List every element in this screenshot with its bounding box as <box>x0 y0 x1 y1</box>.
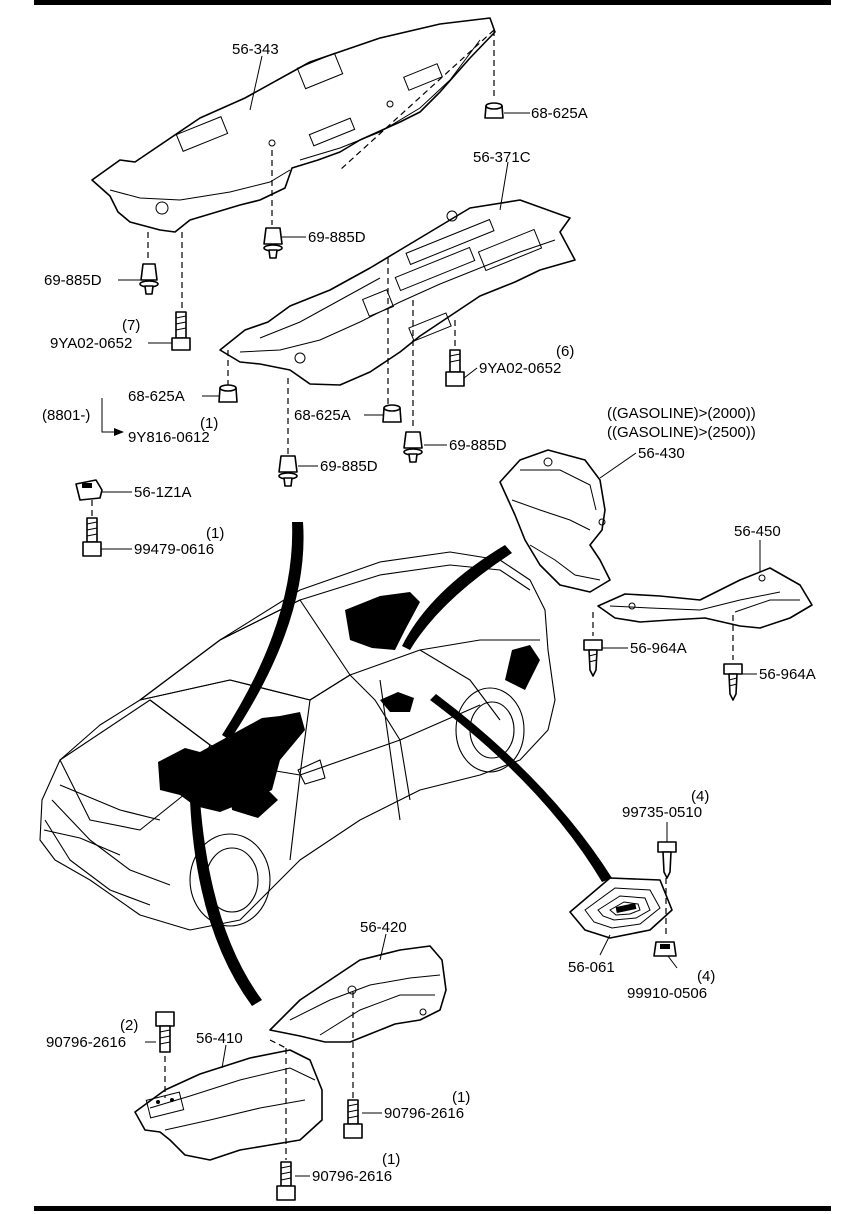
bracket-8801 <box>101 398 116 433</box>
label-99479-0616-qty: (1) <box>206 525 224 542</box>
label-56-964A-a: 56-964A <box>630 640 687 657</box>
label-99910-0506-qty: (4) <box>697 968 715 985</box>
shield-56-420 <box>269 945 447 1043</box>
label-56-964A-b: 56-964A <box>759 666 816 683</box>
label-9YA02-0652-right-qty: (6) <box>556 343 574 360</box>
label-9Y816-0612: 9Y816-0612 <box>128 429 210 446</box>
car-illustration <box>39 551 556 931</box>
callout-labels: 56-343 68-625A 56-371C 69-885D 69-885D (… <box>42 41 816 1185</box>
label-56-371C: 56-371C <box>473 149 531 166</box>
fastener-bolt-9YA02-0652-right <box>445 349 465 387</box>
fastener-clip-69-885D-c <box>403 431 423 463</box>
label-9YA02-0652-right: 9YA02-0652 <box>479 360 561 377</box>
shield-56-410 <box>134 1049 323 1161</box>
label-gasoline-2000: ((GASOLINE)>(2000)) <box>607 405 756 422</box>
label-90796-2616-b-qty: (1) <box>452 1089 470 1106</box>
label-56-430: 56-430 <box>638 445 685 462</box>
assembly-dashed-lines-upper <box>147 29 495 455</box>
label-99735-0510-qty: (4) <box>691 788 709 805</box>
label-56-410: 56-410 <box>196 1030 243 1047</box>
label-69-885D-b: 69-885D <box>44 272 102 289</box>
clip-nut-56-1Z1A <box>75 479 103 501</box>
label-69-885D-c: 69-885D <box>449 437 507 454</box>
fastener-clip-69-885D-d <box>278 455 298 487</box>
fastener-bolt-90796-2616-a <box>155 1011 175 1053</box>
label-68-625A-mid: 68-625A <box>294 407 351 424</box>
leader-lines <box>101 55 761 1177</box>
fastener-bolt-99479-0616 <box>82 500 102 557</box>
pointer-arcs <box>190 522 612 1006</box>
label-56-343: 56-343 <box>232 41 279 58</box>
label-90796-2616-c-qty: (1) <box>382 1151 400 1168</box>
splash-shield-56-430 <box>499 449 611 593</box>
fastener-bolt-90796-2616-c <box>276 1161 296 1201</box>
label-68-625A-left: 68-625A <box>128 388 185 405</box>
label-68-625A-top: 68-625A <box>531 105 588 122</box>
fastener-screw-56-964A-a <box>583 639 603 677</box>
label-8801: (8801-) <box>42 407 90 424</box>
fastener-nut-68-625A-mid <box>382 404 402 423</box>
splash-shield-56-450 <box>597 567 813 629</box>
fastener-bolt-90796-2616-b <box>343 1099 363 1139</box>
label-9YA02-0652-left: 9YA02-0652 <box>50 335 132 352</box>
label-69-885D-d: 69-885D <box>320 458 378 475</box>
arrow-8801 <box>114 428 124 436</box>
label-56-420: 56-420 <box>360 919 407 936</box>
under-cover-56-343 <box>91 17 496 233</box>
fastener-screw-56-964A-b <box>723 663 743 701</box>
fastener-bolt-9YA02-0652-left <box>171 311 191 351</box>
top-border-bar <box>34 0 831 5</box>
label-90796-2616-a-qty: (2) <box>120 1017 138 1034</box>
fastener-clip-99910-0506 <box>653 941 677 957</box>
under-cover-56-371C <box>219 199 576 386</box>
fastener-nut-68-625A-left <box>218 384 238 403</box>
fastener-clip-69-885D-a <box>263 227 283 259</box>
label-99910-0506: 99910-0506 <box>627 985 707 1002</box>
label-56-061: 56-061 <box>568 959 615 976</box>
label-90796-2616-c: 90796-2616 <box>312 1168 392 1185</box>
label-90796-2616-a: 90796-2616 <box>46 1034 126 1051</box>
label-99479-0616: 99479-0616 <box>134 541 214 558</box>
label-56-450: 56-450 <box>734 523 781 540</box>
label-90796-2616-b: 90796-2616 <box>384 1105 464 1122</box>
label-gasoline-2500: ((GASOLINE)>(2500)) <box>607 424 756 441</box>
label-56-1Z1A: 56-1Z1A <box>134 484 192 501</box>
fastener-nut-68-625A-top <box>484 102 504 119</box>
label-9Y816-0612-qty: (1) <box>200 415 218 432</box>
fastener-screw-99735-0510 <box>657 841 677 879</box>
fastener-clip-69-885D-b <box>139 263 159 295</box>
label-9YA02-0652-left-qty: (7) <box>122 317 140 334</box>
dash-56-420-to-410 <box>269 1039 287 1049</box>
label-69-885D-a: 69-885D <box>308 229 366 246</box>
label-99735-0510: 99735-0510 <box>622 804 702 821</box>
bottom-border-bar <box>34 1206 831 1211</box>
insulator-56-061 <box>569 877 673 939</box>
